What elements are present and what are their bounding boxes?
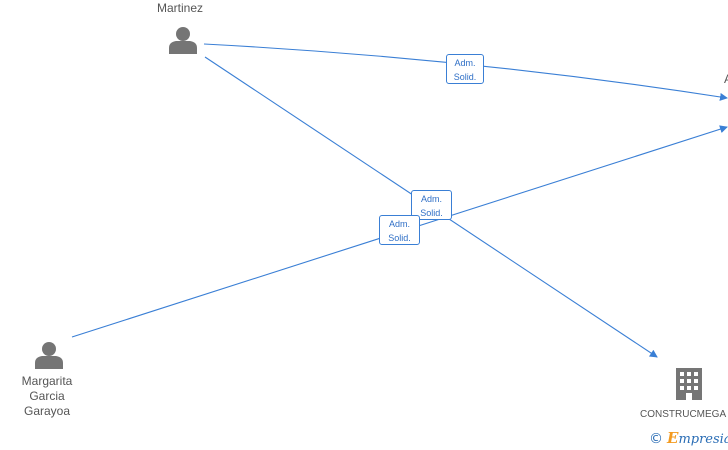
node-label-offscreen-company[interactable]: A (724, 72, 728, 87)
edge-label-adm-solid[interactable]: Adm. Solid. (379, 215, 420, 245)
node-label-line: Garcia (29, 389, 65, 403)
brand-initial: E (667, 429, 679, 447)
building-icon[interactable] (676, 368, 702, 400)
person-icon[interactable] (35, 342, 63, 369)
node-label-margarita[interactable]: Margarita Garcia Garayoa (11, 374, 83, 419)
copyright-icon: © (649, 431, 663, 447)
edge-label-adm-solid[interactable]: Adm. Solid. (411, 190, 452, 220)
person-icon[interactable] (169, 27, 197, 54)
node-label-line: Garayoa (23, 404, 71, 418)
edge-label-adm-solid[interactable]: Adm. Solid. (446, 54, 484, 84)
edge-label-line: Solid. (388, 233, 411, 243)
edge-label-line: Adm. (454, 58, 476, 68)
edge-label-line: Adm. (420, 194, 442, 204)
edge-label-line: Adm. (388, 219, 410, 229)
node-label-construcmega[interactable]: CONSTRUCMEGA (640, 409, 727, 420)
node-label-line: Margarita (21, 374, 73, 388)
edge-label-line: Solid. (420, 208, 443, 218)
brand-name: mpresia (678, 432, 728, 447)
empresia-watermark: ©Empresia (649, 429, 728, 447)
node-label-martinez[interactable]: Martinez (156, 1, 203, 15)
edge-label-line: Solid. (453, 72, 477, 82)
